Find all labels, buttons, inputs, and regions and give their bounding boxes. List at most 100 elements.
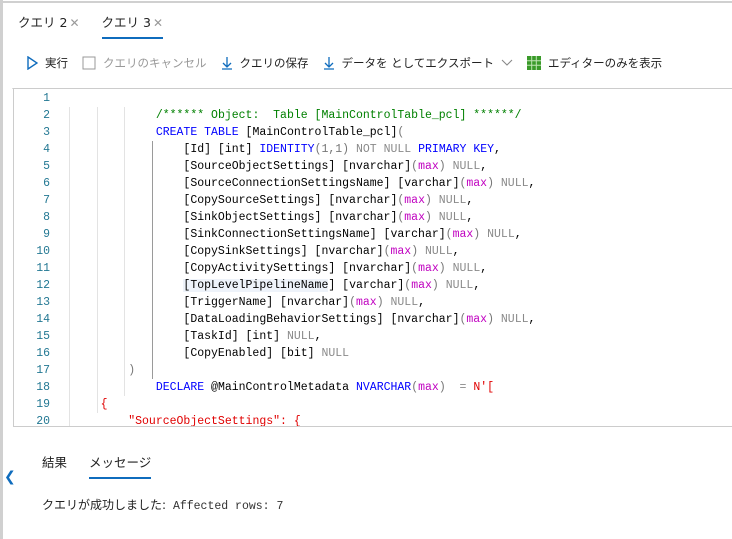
cancel-query-button[interactable]: クエリのキャンセル [82,55,207,71]
code-text: [Id] [int] IDENTITY(1,1) NOT NULL PRIMAR… [73,141,501,158]
code-token: max [404,194,425,207]
line-number: 19 [36,398,50,411]
code-line: 2 /****** Object: Table [MainControlTabl… [14,107,732,124]
code-token: [CopyActivitySettings] [nvarchar] [183,262,412,275]
close-icon[interactable]: ✕ [69,16,80,30]
code-token: NULL [500,313,529,326]
tab-messages[interactable]: メッセージ [89,452,152,479]
code-token: NULL [425,245,453,258]
code-token: = [459,381,474,394]
tab-query-3[interactable]: クエリ 3✕ [101,12,163,39]
code-token [73,398,101,411]
code-token: [MainControlTable_pcl] [245,126,398,139]
chevron-down-icon[interactable] [501,56,513,70]
tab-label: クエリ 2 [18,15,68,30]
code-token [73,245,183,258]
code-token: [CopyEnabled] [bit] [183,347,322,360]
code-token: , [466,211,474,224]
code-token: , [494,143,501,156]
code-token: ) [128,364,136,377]
code-token: @MainControlMetadata [211,381,356,394]
tab-query-2[interactable]: クエリ 2✕ [18,12,80,39]
code-token: max [466,177,488,190]
cancel-label: クエリのキャンセル [103,56,207,70]
line-number: 12 [36,279,50,292]
code-text: [SinkObjectSettings] [nvarchar](max) NUL… [73,209,473,226]
indent-guide [96,107,98,413]
save-label: クエリの保存 [239,56,309,70]
code-token: { [100,398,108,411]
code-text: [TopLevelPipelineName] [varchar](max) NU… [73,277,480,294]
code-token: NULL [445,279,474,292]
code-line: 20 "SourceObjectSettings": { [14,413,732,426]
line-number: 13 [36,296,50,309]
code-token: CREATE TABLE [155,126,246,139]
code-token: ) [411,245,425,258]
code-token: NULL [390,296,419,309]
code-token: [SourceConnectionSettingsName] [varchar] [183,177,460,190]
window-border [0,0,3,539]
code-token: ) [424,194,439,207]
code-token: max [411,279,432,292]
message-detail: Affected rows: 7 [166,500,284,513]
stop-icon [82,56,96,70]
line-number: 4 [43,143,50,156]
code-token: , [480,262,488,275]
code-token: max [390,245,412,258]
code-token: DECLARE [155,381,212,394]
code-line: 8 [SinkObjectSettings] [nvarchar](max) N… [14,209,732,226]
export-label: データを としてエクスポート [341,56,494,70]
code-token: [SinkObjectSettings] [nvarchar] [183,211,398,224]
code-token: , [480,160,488,173]
code-line: 3 CREATE TABLE [MainControlTable_pcl]( [14,124,732,141]
code-text: [CopySinkSettings] [nvarchar](max) NULL, [73,243,459,260]
code-text: [CopySourceSettings] [nvarchar](max) NUL… [73,192,473,209]
code-token: IDENTITY [259,143,315,156]
code-token [73,109,156,122]
code-token [73,330,183,343]
play-icon [26,56,38,70]
save-query-button[interactable]: クエリの保存 [221,55,309,71]
code-token: NULL [438,211,467,224]
line-number: 17 [36,364,50,377]
run-button[interactable]: 実行 [26,55,68,71]
code-token: ) [438,262,453,275]
code-token: NULL [286,330,315,343]
code-token [73,279,183,292]
code-token: ) [431,279,446,292]
tab-results[interactable]: 結果 [42,455,68,470]
code-text: CREATE TABLE [MainControlTable_pcl]( [73,124,404,141]
code-token: [TaskId] [int] [183,330,287,343]
code-token: , [418,296,426,309]
line-number: 11 [36,262,50,275]
run-label: 実行 [45,56,68,70]
code-text: "SourceObjectSettings": { [73,413,301,426]
code-token: NULL [321,347,350,360]
code-token: max [404,211,425,224]
code-token [73,313,183,326]
code-token: ( [445,228,453,241]
code-token: NULL [452,160,481,173]
editor-only-button[interactable]: エディターのみを表示 [526,55,662,71]
code-token: ) [376,296,391,309]
export-data-button[interactable]: データを としてエクスポート [323,55,513,71]
line-number: 10 [36,245,50,258]
code-token: [TopLevelPipelineName] [varchar] [183,279,405,292]
code-token: max [418,262,439,275]
code-token [73,381,156,394]
word-highlight: [TopLevelPipelineName [183,279,329,292]
code-line: 10 [CopySinkSettings] [nvarchar](max) NU… [14,243,732,260]
code-text: { [73,396,108,413]
code-text: [SourceObjectSettings] [nvarchar](max) N… [73,158,487,175]
code-token [73,228,183,241]
indent-guide [151,141,153,379]
code-line: 5 [SourceObjectSettings] [nvarchar](max)… [14,158,732,175]
download-icon [221,56,233,70]
code-text: [DataLoadingBehaviorSettings] [nvarchar]… [73,311,535,328]
chevron-left-icon[interactable]: ❮ [4,469,16,485]
code-token: [CopySourceSettings] [nvarchar] [183,194,398,207]
line-number: 8 [43,211,50,224]
line-number: 18 [36,381,50,394]
close-icon[interactable]: ✕ [152,16,163,30]
